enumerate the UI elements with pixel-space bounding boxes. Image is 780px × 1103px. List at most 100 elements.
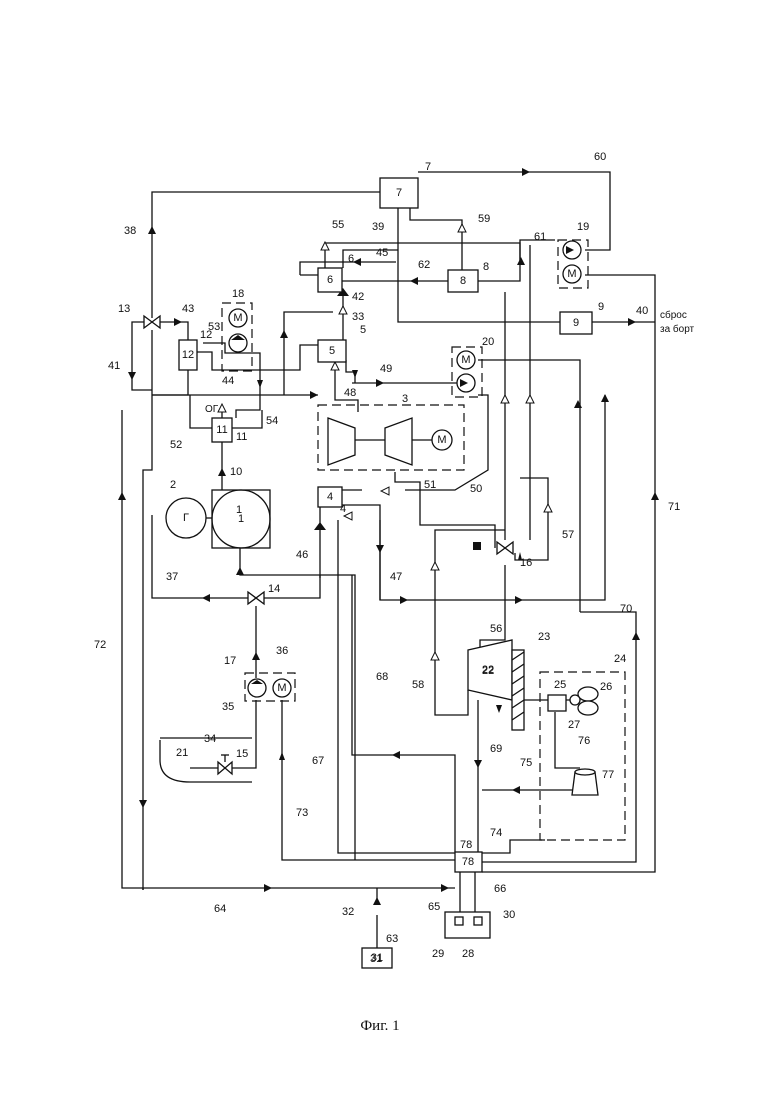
label-68: 68 <box>376 671 388 683</box>
label-52: 52 <box>170 439 182 451</box>
valve-15 <box>218 762 232 774</box>
label-48: 48 <box>344 387 356 399</box>
label-16: 16 <box>520 557 532 569</box>
label-60: 60 <box>594 151 606 163</box>
label-62: 62 <box>418 259 430 271</box>
label-46: 46 <box>296 549 308 561</box>
label-13: 13 <box>118 303 130 315</box>
label-25: 25 <box>554 679 566 691</box>
label-61: 61 <box>534 231 546 243</box>
element-25 <box>548 695 566 711</box>
label-76: 76 <box>578 735 590 747</box>
label-8: 8 <box>483 261 489 273</box>
label-7: 7 <box>425 161 431 173</box>
fan-27 <box>578 701 598 715</box>
label-32: 32 <box>342 906 354 918</box>
label-19: 19 <box>577 221 589 233</box>
block-28 <box>445 912 490 938</box>
discharge-text-2: за борт <box>660 323 695 335</box>
label-34: 34 <box>204 733 216 745</box>
label-47: 47 <box>390 571 402 583</box>
label-45: 45 <box>376 247 388 259</box>
label-74: 74 <box>490 827 502 839</box>
label-42: 42 <box>352 291 364 303</box>
figure-caption: Фиг. 1 <box>360 1018 399 1034</box>
label-29: 29 <box>432 948 444 960</box>
actuator-16 <box>473 542 481 550</box>
label-69: 69 <box>490 743 502 755</box>
label-3: 3 <box>402 393 408 405</box>
label-9: 9 <box>598 301 604 313</box>
label-17: 17 <box>224 655 236 667</box>
label-18: 18 <box>232 288 244 300</box>
label-78: 78 <box>460 839 472 851</box>
label-14: 14 <box>268 583 280 595</box>
label-10: 10 <box>230 466 242 478</box>
fan-26 <box>578 687 598 701</box>
label-75: 75 <box>520 757 532 769</box>
label-5: 5 <box>360 324 366 336</box>
label-44: 44 <box>222 375 234 387</box>
motor-20-label: M <box>461 354 470 366</box>
label-35: 35 <box>222 701 234 713</box>
label-22: 22 <box>482 665 494 677</box>
label-23: 23 <box>538 631 550 643</box>
label-67: 67 <box>312 755 324 767</box>
label-53: 53 <box>208 321 220 333</box>
gearbox-23 <box>512 650 524 730</box>
label-20: 20 <box>482 336 494 348</box>
label-49: 49 <box>380 363 392 375</box>
label-31: 31 <box>370 953 382 965</box>
label-24: 24 <box>614 653 626 665</box>
element-30 <box>474 917 482 925</box>
label-40: 40 <box>636 305 648 317</box>
label-50: 50 <box>470 483 482 495</box>
motor-3-label: M <box>437 434 446 446</box>
label-71: 71 <box>668 501 680 513</box>
label-26: 26 <box>600 681 612 693</box>
block-5-label: 5 <box>329 345 335 357</box>
valve-14 <box>248 592 264 604</box>
label-2: 2 <box>170 479 176 491</box>
block-6-label: 6 <box>327 274 333 286</box>
compressor-right <box>385 418 412 465</box>
label-63: 63 <box>386 933 398 945</box>
block-7-label: 7 <box>396 187 402 199</box>
label-43: 43 <box>182 303 194 315</box>
label-64: 64 <box>214 903 226 915</box>
label-73: 73 <box>296 807 308 819</box>
label-59: 59 <box>478 213 490 225</box>
label-11: 11 <box>236 431 247 443</box>
label-33: 33 <box>352 311 364 323</box>
label-6: 6 <box>348 253 354 265</box>
label-27: 27 <box>568 719 580 731</box>
label-57: 57 <box>562 529 574 541</box>
label-54: 54 <box>266 415 278 427</box>
valve-16 <box>497 542 513 554</box>
compressor-left <box>328 418 355 465</box>
label-1: 1 <box>236 504 242 516</box>
block-12-label: 12 <box>182 349 194 361</box>
motor-19-label: M <box>567 268 576 280</box>
label-30: 30 <box>503 909 515 921</box>
motor-17-label: M <box>277 682 286 694</box>
block-9-label: 9 <box>573 317 579 329</box>
label-21: 21 <box>176 747 188 759</box>
label-56: 56 <box>490 623 502 635</box>
exhaust-gas-text: ОГ <box>205 404 219 415</box>
discharge-text-1: сброс <box>660 309 687 321</box>
tank-21 <box>160 740 252 782</box>
reference-numerals: 1 2 3 4 5 6 7 8 9 10 11 12 13 14 15 16 1… <box>94 151 680 965</box>
label-58: 58 <box>412 679 424 691</box>
label-37: 37 <box>166 571 178 583</box>
label-28: 28 <box>462 948 474 960</box>
label-41: 41 <box>108 360 120 372</box>
block-11-label: 11 <box>216 424 227 436</box>
label-36: 36 <box>276 645 288 657</box>
label-65: 65 <box>428 901 440 913</box>
element-29 <box>455 917 463 925</box>
label-39: 39 <box>372 221 384 233</box>
label-15: 15 <box>236 748 248 760</box>
label-72: 72 <box>94 639 106 651</box>
